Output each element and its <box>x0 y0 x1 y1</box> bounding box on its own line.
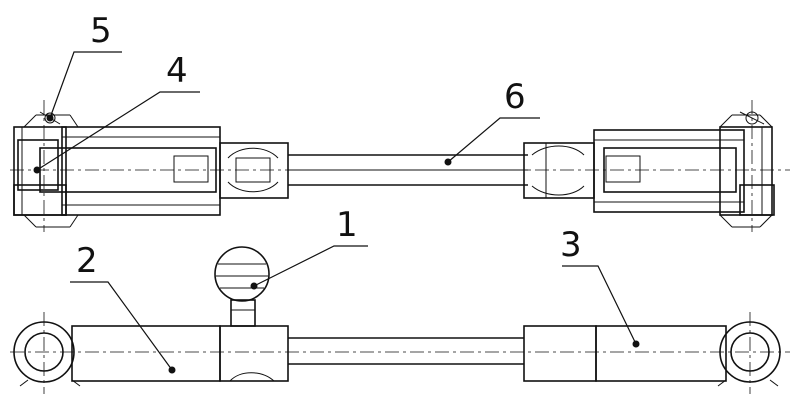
callout-2-label: 2 <box>76 241 98 281</box>
grease-fitting <box>214 246 270 327</box>
callout-6: 6 <box>444 77 540 166</box>
right-body <box>523 325 727 382</box>
callout-1-label: 1 <box>336 205 358 245</box>
top-assembly <box>10 100 790 232</box>
callout-2: 2 <box>70 241 176 374</box>
callout-4-label: 4 <box>166 51 188 91</box>
callout-5-label: 5 <box>90 11 112 51</box>
callout-4: 4 <box>33 51 200 174</box>
right-eye <box>717 321 781 387</box>
left-eye <box>13 321 81 387</box>
bottom-collar <box>219 325 289 382</box>
bottom-assembly <box>10 246 790 394</box>
callout-6-label: 6 <box>504 77 526 117</box>
left-nut <box>219 142 289 199</box>
right-nut <box>523 142 595 199</box>
callout-1: 1 <box>250 205 368 290</box>
left-clevis <box>13 111 221 228</box>
right-clevis <box>593 111 775 228</box>
bottom-rod <box>288 337 524 365</box>
callout-5: 5 <box>46 11 122 122</box>
callout-3-label: 3 <box>560 225 582 265</box>
callout-3: 3 <box>560 225 640 348</box>
